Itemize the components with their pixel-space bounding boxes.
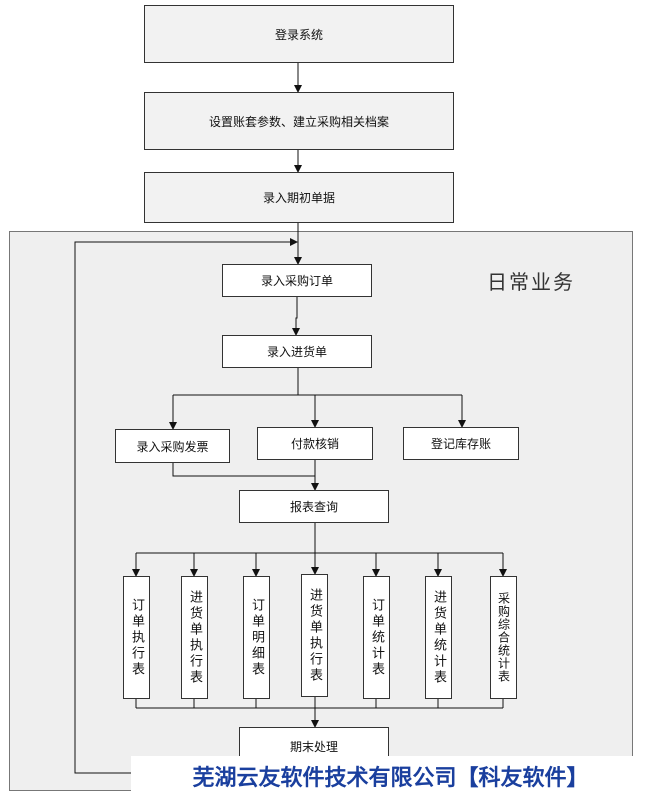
report-receipt-statistics: 进货单统计表 bbox=[425, 576, 452, 699]
step-report-query: 报表查询 bbox=[239, 490, 389, 523]
report-receipt-execution-2: 进货单执行表 bbox=[301, 574, 328, 697]
step-initial-documents: 录入期初单据 bbox=[144, 172, 454, 223]
report-order-detail: 订单明细表 bbox=[243, 576, 270, 699]
step-purchase-order: 录入采购订单 bbox=[222, 264, 372, 297]
step-setup: 设置账套参数、建立采购相关档案 bbox=[144, 92, 454, 150]
step-purchase-invoice: 录入采购发票 bbox=[115, 429, 230, 463]
step-inventory-ledger: 登记库存账 bbox=[403, 427, 519, 460]
report-purchase-summary: 采购综合统计表 bbox=[490, 576, 517, 699]
step-login: 登录系统 bbox=[144, 5, 454, 63]
report-receipt-execution: 进货单执行表 bbox=[181, 576, 208, 699]
step-goods-receipt: 录入进货单 bbox=[222, 335, 372, 368]
report-order-statistics: 订单统计表 bbox=[363, 576, 390, 699]
report-order-execution: 订单执行表 bbox=[123, 576, 150, 699]
daily-business-label: 日常业务 bbox=[487, 270, 575, 294]
step-payment-writeoff: 付款核销 bbox=[257, 427, 373, 460]
company-footer: 芜湖云友软件技术有限公司【科友软件】 bbox=[131, 756, 650, 796]
